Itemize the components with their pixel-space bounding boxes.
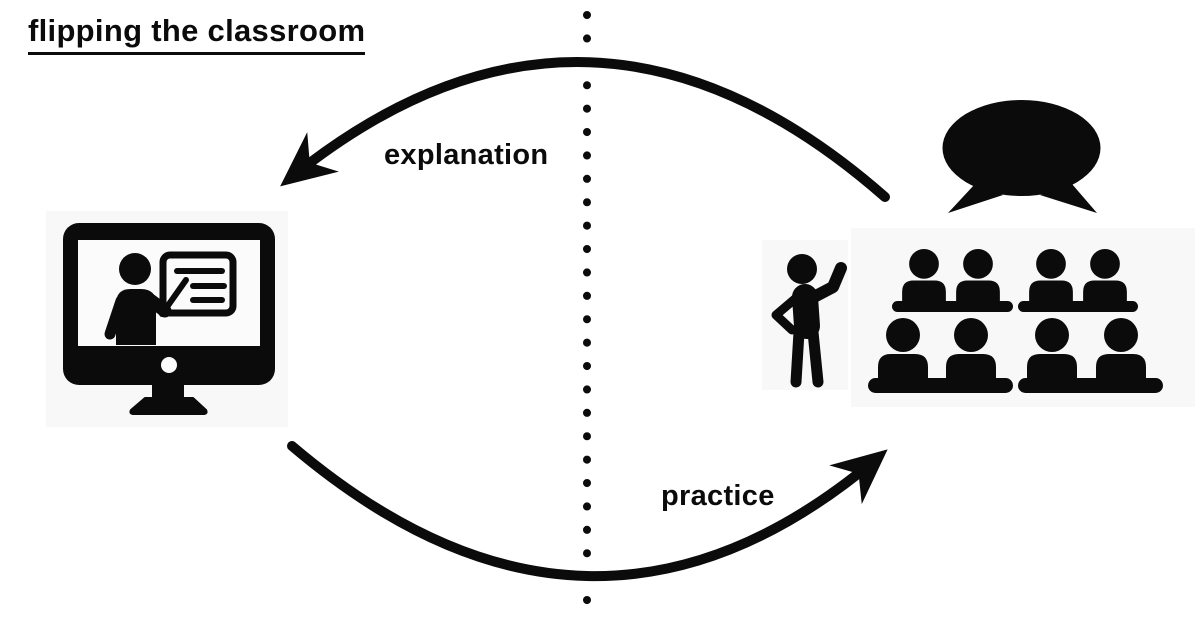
desk-front-right xyxy=(1018,378,1163,393)
practice-label: practice xyxy=(661,480,775,512)
whiteboard-icon xyxy=(159,251,237,317)
student-icon xyxy=(902,249,946,305)
student-icon xyxy=(878,318,928,382)
student-icon xyxy=(1027,318,1077,382)
explanation-arrow xyxy=(280,57,890,202)
speech-bubble-icon xyxy=(942,100,1101,213)
teacher-figure-icon xyxy=(771,254,847,388)
explanation-label: explanation xyxy=(384,139,549,171)
raised-arm xyxy=(806,262,847,304)
page-title: flipping the classroom xyxy=(28,13,366,55)
students-node xyxy=(851,228,1195,407)
pointer-stick-icon xyxy=(159,277,189,317)
monitor-lecture-icon xyxy=(63,223,275,415)
student-icon xyxy=(1083,249,1127,305)
monitor-stand-base xyxy=(129,397,208,415)
student-icon xyxy=(1096,318,1146,382)
teacher-node xyxy=(762,240,848,390)
online-lecture-node xyxy=(46,211,288,427)
student-icon xyxy=(946,318,996,382)
akimbo-arm xyxy=(771,293,801,335)
monitor-stand-neck xyxy=(152,383,184,401)
desk-back-right xyxy=(1018,301,1138,312)
desk-front-left xyxy=(868,378,1013,393)
students-rows-icon xyxy=(868,249,1163,393)
monitor-webcam-dot xyxy=(161,357,177,373)
practice-arrow xyxy=(287,441,888,582)
student-icon xyxy=(956,249,1000,305)
student-icon xyxy=(1029,249,1073,305)
presenter-icon xyxy=(104,253,189,345)
desk-back-left xyxy=(892,301,1013,312)
